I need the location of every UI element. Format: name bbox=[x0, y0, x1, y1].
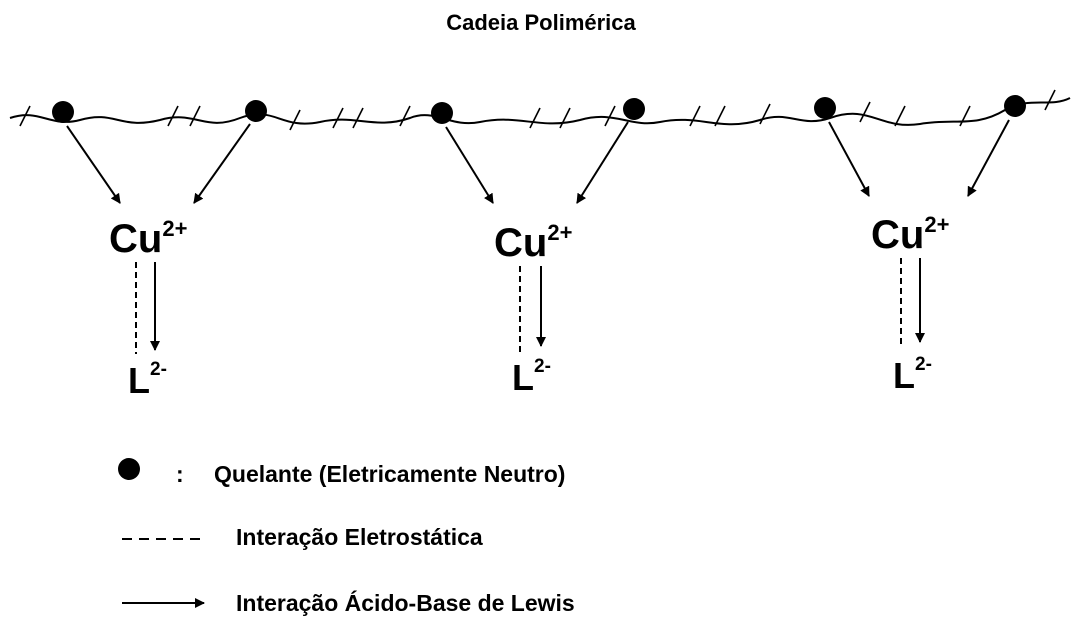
lewis-arrow bbox=[828, 121, 870, 197]
legend-item-lewis: Interação Ácido-Base de Lewis bbox=[122, 589, 575, 616]
legend-colon: : bbox=[176, 461, 184, 487]
chelant-dot-symbol bbox=[118, 458, 140, 480]
chelant-dot bbox=[814, 97, 836, 119]
metal-charge: 2+ bbox=[924, 212, 949, 237]
copper-unit: Cu2+ L2- bbox=[828, 119, 1010, 396]
diagram-title: Cadeia Polimérica bbox=[446, 10, 636, 35]
lewis-arrow bbox=[193, 123, 251, 204]
ligand-symbol: L bbox=[512, 357, 534, 398]
lewis-arrow bbox=[576, 121, 629, 204]
lewis-arrow bbox=[445, 126, 494, 204]
metal-charge: 2+ bbox=[547, 220, 572, 245]
copper-unit: Cu2+ L2- bbox=[445, 121, 629, 398]
legend-label-lewis: Interação Ácido-Base de Lewis bbox=[236, 589, 575, 616]
ligand-ion: L2- bbox=[893, 354, 932, 396]
legend: : Quelante (Eletricamente Neutro) Intera… bbox=[118, 458, 575, 616]
ligand-symbol: L bbox=[893, 355, 915, 396]
chelant-dot bbox=[52, 101, 74, 123]
metal-symbol: Cu bbox=[109, 217, 162, 261]
copper-ion: Cu2+ bbox=[109, 216, 187, 261]
copper-ion: Cu2+ bbox=[494, 220, 572, 265]
polymer-chain bbox=[9, 89, 1071, 131]
legend-item-chelant: : Quelante (Eletricamente Neutro) bbox=[118, 458, 565, 487]
copper-ion: Cu2+ bbox=[871, 212, 949, 257]
chelant-dot bbox=[245, 100, 267, 122]
legend-label-electrostatic: Interação Eletrostática bbox=[236, 524, 483, 550]
chain-hash-marks bbox=[19, 89, 1056, 131]
ligand-charge: 2- bbox=[150, 359, 167, 380]
metal-charge: 2+ bbox=[162, 216, 187, 241]
ligand-charge: 2- bbox=[534, 356, 551, 377]
metal-symbol: Cu bbox=[871, 213, 924, 257]
copper-unit: Cu2+ L2- bbox=[66, 123, 251, 401]
chelant-dot bbox=[431, 102, 453, 124]
ligand-ion: L2- bbox=[128, 359, 167, 401]
polymer-backbone bbox=[9, 97, 1071, 126]
metal-symbol: Cu bbox=[494, 221, 547, 265]
chelant-dots bbox=[52, 95, 1026, 124]
legend-item-electrostatic: Interação Eletrostática bbox=[122, 524, 483, 550]
lewis-arrow bbox=[66, 125, 121, 204]
legend-label-chelant: Quelante (Eletricamente Neutro) bbox=[214, 461, 565, 487]
chelant-dot bbox=[1004, 95, 1026, 117]
ligand-symbol: L bbox=[128, 360, 150, 401]
chelant-dot bbox=[623, 98, 645, 120]
ligand-ion: L2- bbox=[512, 356, 551, 398]
ligand-charge: 2- bbox=[915, 354, 932, 375]
lewis-arrow bbox=[967, 119, 1010, 197]
